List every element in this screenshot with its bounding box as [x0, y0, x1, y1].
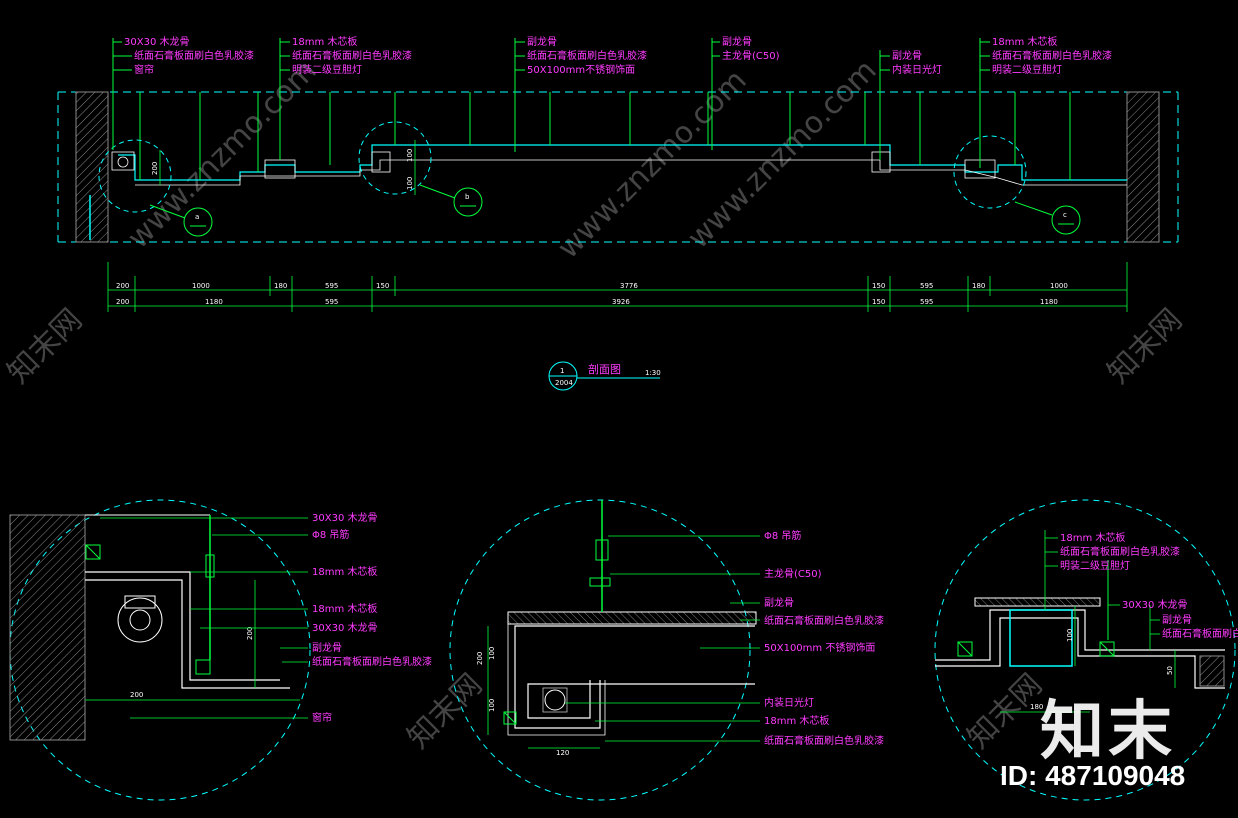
- dim-value: 595: [920, 282, 933, 290]
- detail-c-label: 纸面石膏板面刷白色乳胶漆: [1162, 627, 1238, 640]
- detail-a: 200 200 30X30 木龙骨 Φ8 吊筋 18mm 木芯板 18mm 木芯…: [9, 499, 432, 801]
- dim-value: 1000: [1050, 282, 1068, 290]
- callout-text: 窗帘: [134, 63, 154, 76]
- detail-a-label: 窗帘: [312, 711, 332, 724]
- detail-c: 100 50 180 18mm 木芯板 纸面石膏板面刷白色乳胶漆 明装二级豆胆灯…: [934, 499, 1238, 801]
- detail-mark-a: [183, 207, 213, 237]
- dim-100a: 100: [488, 647, 496, 660]
- dim-value: 1180: [205, 298, 223, 306]
- callout-text: 18mm 木芯板: [292, 35, 357, 48]
- watermarks: www.znzmo.com www.znzmo.com www.znzmo.co…: [1, 53, 1189, 756]
- detail-b-label: Φ8 吊筋: [764, 529, 801, 542]
- dim-value: 595: [325, 298, 338, 306]
- watermark: www.znzmo.com: [121, 53, 324, 256]
- dim-value: 150: [872, 282, 885, 290]
- callout-text: 副龙骨: [892, 49, 922, 62]
- detail-b-label: 副龙骨: [764, 596, 794, 609]
- callout-text: 纸面石膏板面刷白色乳胶漆: [527, 49, 647, 62]
- callout-text: 30X30 木龙骨: [124, 35, 189, 48]
- dim-120: 120: [556, 749, 569, 757]
- detail-mark-c: [1051, 205, 1081, 235]
- callout-text: 内装日光灯: [892, 63, 942, 76]
- watermark-cn: 知末网: [1, 302, 89, 390]
- detail-c-label: 18mm 木芯板: [1060, 531, 1125, 544]
- callout-text: 纸面石膏板面刷白色乳胶漆: [292, 49, 412, 62]
- detail-b-label: 纸面石膏板面刷白色乳胶漆: [764, 614, 884, 627]
- detail-a-label: 30X30 木龙骨: [312, 511, 377, 524]
- section-view: a b c 200 100 100: [57, 91, 1179, 243]
- detail-mark-b: [453, 187, 483, 217]
- title-text: 剖面图: [588, 362, 621, 376]
- detail-b-label: 18mm 木芯板: [764, 714, 829, 727]
- detail-a-label: 30X30 木龙骨: [312, 621, 377, 634]
- dim-50: 50: [1166, 666, 1174, 675]
- section-callout-text: 30X30 木龙骨 纸面石膏板面刷白色乳胶漆 窗帘 18mm 木芯板 纸面石膏板…: [124, 35, 1112, 76]
- dim-height-200: 200: [151, 162, 159, 175]
- detail-a-label: 18mm 木芯板: [312, 602, 377, 615]
- dim-100b: 100: [488, 699, 496, 712]
- drawing-title: 1 2004 剖面图 1:30: [548, 361, 661, 391]
- detail-b-label: 50X100mm 不锈钢饰面: [764, 641, 875, 654]
- detail-b-label: 内装日光灯: [764, 696, 814, 709]
- detail-a-label: 副龙骨: [312, 641, 342, 654]
- watermark-cn: 知末网: [961, 667, 1049, 755]
- dim-value: 200: [116, 298, 129, 306]
- dim-value: 150: [376, 282, 389, 290]
- detail-c-label: 纸面石膏板面刷白色乳胶漆: [1060, 545, 1180, 558]
- dim-value: 1000: [192, 282, 210, 290]
- callout-text: 18mm 木芯板: [992, 35, 1057, 48]
- dim-value: 3776: [620, 282, 638, 290]
- wall-right: [1126, 91, 1160, 243]
- dim-value: 180: [274, 282, 287, 290]
- dimension-row-1: 200 1000 180 595 150 3776 150 595 180 10…: [116, 282, 1068, 290]
- dim-value: 595: [920, 298, 933, 306]
- ref-sub: 2004: [555, 379, 573, 387]
- ref-number: 1: [560, 367, 564, 375]
- dim-180: 180: [1030, 703, 1043, 711]
- dim-value: 1180: [1040, 298, 1058, 306]
- callout-text: 副龙骨: [722, 35, 752, 48]
- dim-height-100a: 100: [406, 149, 414, 162]
- dim-value: 3926: [612, 298, 630, 306]
- callout-text: 主龙骨(C50): [722, 49, 780, 62]
- dim-value: 200: [116, 282, 129, 290]
- callout-text: 副龙骨: [527, 35, 557, 48]
- mark-a-label: a: [195, 213, 199, 221]
- watermark-cn: 知末网: [1101, 302, 1189, 390]
- callout-text: 纸面石膏板面刷白色乳胶漆: [992, 49, 1112, 62]
- detail-c-label: 副龙骨: [1162, 613, 1192, 626]
- dimension-lines: [107, 262, 1128, 312]
- image-id: ID: 487109048: [1000, 760, 1186, 791]
- callout-text: 纸面石膏板面刷白色乳胶漆: [134, 49, 254, 62]
- dim-height-100b: 100: [406, 177, 414, 190]
- watermark-cn: 知末网: [401, 667, 489, 755]
- detail-c-label: 30X30 木龙骨: [1122, 598, 1187, 611]
- callout-text: 明装二级豆胆灯: [992, 63, 1062, 76]
- dim-100: 100: [1066, 629, 1074, 642]
- brand-logo: 知末: [1040, 695, 1176, 769]
- detail-a-label: 18mm 木芯板: [312, 565, 377, 578]
- dim-value: 595: [325, 282, 338, 290]
- dim-200: 200: [476, 652, 484, 665]
- dim-200-v: 200: [246, 627, 254, 640]
- dim-200-h: 200: [130, 691, 143, 699]
- wall-left: [75, 91, 109, 243]
- mark-b-label: b: [465, 193, 470, 201]
- mark-c-label: c: [1063, 211, 1067, 219]
- section-callouts: [112, 38, 990, 168]
- detail-b-label: 纸面石膏板面刷白色乳胶漆: [764, 734, 884, 747]
- detail-a-label: Φ8 吊筋: [312, 528, 349, 541]
- detail-c-label: 明装二级豆胆灯: [1060, 559, 1130, 572]
- detail-b: 200 100 100 120 Φ8 吊筋 主龙骨(C50) 副龙骨 纸面石膏板…: [449, 499, 884, 801]
- detail-a-label: 纸面石膏板面刷白色乳胶漆: [312, 655, 432, 668]
- dim-value: 150: [872, 298, 885, 306]
- dim-value: 180: [972, 282, 985, 290]
- title-scale: 1:30: [645, 369, 661, 377]
- detail-b-label: 主龙骨(C50): [764, 567, 822, 580]
- dimension-row-2: 200 1180 595 3926 150 595 1180: [116, 298, 1058, 306]
- callout-text: 明装二级豆胆灯: [292, 63, 362, 76]
- callout-text: 50X100mm不锈钢饰面: [527, 63, 635, 76]
